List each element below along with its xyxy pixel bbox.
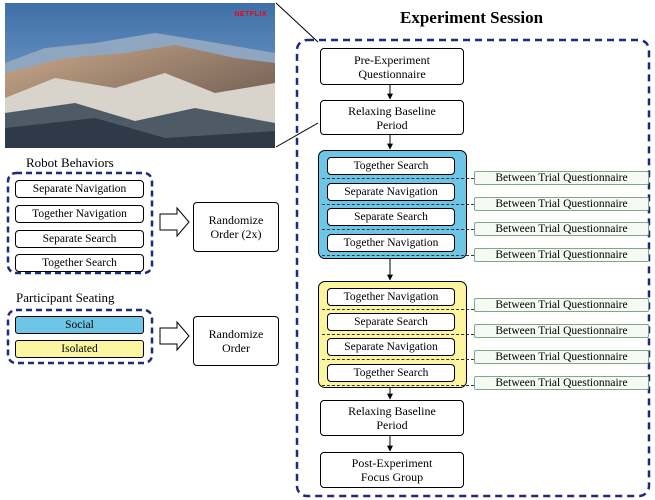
robot-behaviors-heading: Robot Behaviors (26, 155, 114, 170)
between-trial-questionnaire: Between Trial Questionnaire (474, 298, 649, 312)
video-thumbnail: NETFLIX (5, 3, 275, 148)
separator (322, 204, 474, 205)
netflix-watermark: NETFLIX (234, 11, 267, 18)
between-trial-questionnaire: Between Trial Questionnaire (474, 350, 649, 364)
separator (322, 359, 474, 360)
isolated-trial-3: Separate Navigation (327, 338, 455, 356)
social-trial-3: Separate Search (327, 208, 455, 226)
separator (322, 385, 474, 386)
behavior-together-navigation: Together Navigation (15, 205, 144, 223)
seating-isolated: Isolated (15, 340, 144, 358)
pre-experiment-questionnaire: Pre-Experiment Questionnaire (320, 48, 464, 85)
social-trial-1: Together Search (327, 157, 455, 175)
hollow-arrow-behaviors (159, 206, 190, 238)
post-experiment-focus-group: Post-Experiment Focus Group (320, 452, 464, 488)
behavior-separate-navigation: Separate Navigation (15, 180, 144, 198)
zoom-line-top (275, 2, 319, 43)
relaxing-baseline-period-2: Relaxing Baseline Period (320, 400, 464, 436)
experiment-session-title: Experiment Session (400, 8, 544, 27)
hollow-arrow-seating (159, 320, 190, 352)
isolated-trial-2: Separate Search (327, 313, 455, 331)
behavior-separate-search: Separate Search (15, 230, 144, 248)
between-trial-questionnaire: Between Trial Questionnaire (474, 197, 649, 211)
behavior-together-search: Together Search (15, 254, 144, 272)
isolated-trial-1: Together Navigation (327, 288, 455, 306)
zoom-line-bottom (275, 122, 319, 148)
separator (322, 229, 474, 230)
isolated-trial-4: Together Search (327, 364, 455, 382)
between-trial-questionnaire: Between Trial Questionnaire (474, 376, 649, 390)
separator (322, 255, 474, 256)
separator (322, 178, 474, 179)
social-trial-4: Together Navigation (327, 234, 455, 252)
relaxing-baseline-period-1: Relaxing Baseline Period (320, 100, 464, 135)
mountain-landscape-image (5, 3, 275, 148)
separator (322, 309, 474, 310)
seating-social: Social (15, 316, 144, 334)
between-trial-questionnaire: Between Trial Questionnaire (474, 248, 649, 262)
participant-seating-heading: Participant Seating (16, 290, 115, 305)
social-trial-2: Separate Navigation (327, 183, 455, 201)
between-trial-questionnaire: Between Trial Questionnaire (474, 222, 649, 236)
randomize-order-2x: Randomize Order (2x) (193, 202, 279, 252)
between-trial-questionnaire: Between Trial Questionnaire (474, 324, 649, 338)
randomize-order: Randomize Order (193, 316, 279, 366)
separator (322, 334, 474, 335)
between-trial-questionnaire: Between Trial Questionnaire (474, 171, 649, 185)
